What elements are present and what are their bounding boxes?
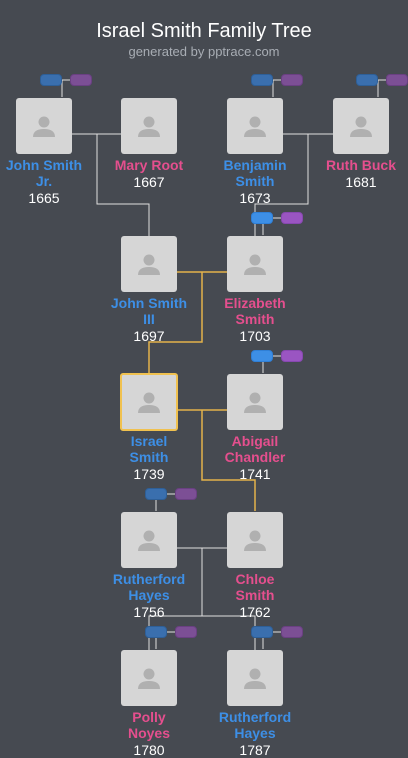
person-card-ruth-buck[interactable] (333, 98, 389, 154)
name-line: Ruth Buck (326, 157, 396, 173)
person-card-rutherford-hayes-1787[interactable] (227, 650, 283, 706)
person-silhouette-icon (138, 530, 160, 551)
person-silhouette-icon (138, 392, 160, 413)
person-card-polly-noyes[interactable] (121, 650, 177, 706)
expand-father-parents-icon[interactable] (251, 350, 273, 362)
birth-year: 1673 (239, 190, 271, 206)
person-silhouette-icon (350, 116, 372, 137)
name-line: Smith (235, 311, 275, 327)
expand-mother-parents-icon[interactable] (175, 488, 197, 500)
person-silhouette-icon (244, 530, 266, 551)
expand-mother-parents-icon[interactable] (281, 74, 303, 86)
person-silhouette-icon (244, 392, 266, 413)
expand-father-parents-icon[interactable] (145, 626, 167, 638)
birth-year: 1756 (133, 604, 165, 620)
person-card-rutherford-hayes-1756[interactable] (121, 512, 177, 568)
person-card-benjamin-smith[interactable] (227, 98, 283, 154)
person-silhouette-icon (244, 668, 266, 689)
name-line: III (143, 311, 155, 327)
person-silhouette-icon (138, 668, 160, 689)
person-silhouette-icon (138, 116, 160, 137)
name-line: Smith (235, 587, 275, 603)
person-card-john-smith-iii[interactable] (121, 236, 177, 292)
person-card-israel-smith[interactable] (120, 373, 178, 431)
name-line: Chandler (224, 449, 286, 465)
name-line: Abigail (231, 433, 279, 449)
expand-father-parents-icon[interactable] (251, 74, 273, 86)
birth-year: 1741 (239, 466, 271, 482)
birth-year: 1681 (345, 174, 377, 190)
birth-year: 1665 (28, 190, 60, 206)
birth-year: 1787 (239, 742, 271, 758)
birth-year: 1697 (133, 328, 165, 344)
person-name: Ruth Buck (316, 157, 406, 173)
person-name: Mary Root (104, 157, 194, 173)
name-line: John Smith (5, 157, 83, 173)
person-silhouette-icon (244, 254, 266, 275)
birth-year: 1780 (133, 742, 165, 758)
name-line: Polly (132, 709, 166, 725)
expand-mother-parents-icon[interactable] (281, 350, 303, 362)
name-line: Benjamin (223, 157, 287, 173)
person-silhouette-icon (33, 116, 55, 137)
expand-father-parents-icon[interactable] (251, 626, 273, 638)
birth-year: 1667 (133, 174, 165, 190)
person-card-elizabeth-smith[interactable] (227, 236, 283, 292)
person-card-abigail-chandler[interactable] (227, 374, 283, 430)
name-line: Noyes (127, 725, 171, 741)
expand-mother-parents-icon[interactable] (70, 74, 92, 86)
expand-father-parents-icon[interactable] (251, 212, 273, 224)
person-card-mary-root[interactable] (121, 98, 177, 154)
name-line: John Smith (110, 295, 188, 311)
person-silhouette-icon (244, 116, 266, 137)
expand-mother-parents-icon[interactable] (281, 212, 303, 224)
person-card-john-smith-jr[interactable] (16, 98, 72, 154)
birth-year: 1762 (239, 604, 271, 620)
expand-father-parents-icon[interactable] (145, 488, 167, 500)
name-line: Hayes (128, 587, 170, 603)
birth-year: 1739 (133, 466, 165, 482)
birth-year: 1703 (239, 328, 271, 344)
page-title: Israel Smith Family Tree (96, 20, 312, 42)
expand-father-parents-icon[interactable] (356, 74, 378, 86)
name-line: Smith (235, 173, 275, 189)
person-card-chloe-smith[interactable] (227, 512, 283, 568)
name-line: Mary Root (114, 157, 184, 173)
name-line: Hayes (234, 725, 276, 741)
name-line: Smith (129, 449, 169, 465)
name-line: Elizabeth (224, 295, 286, 311)
name-line: Rutherford (218, 709, 292, 725)
name-line: Jr. (35, 173, 53, 189)
page-subtitle: generated by pptrace.com (128, 44, 280, 59)
expand-mother-parents-icon[interactable] (386, 74, 408, 86)
expand-mother-parents-icon[interactable] (281, 626, 303, 638)
person-silhouette-icon (138, 254, 160, 275)
expand-father-parents-icon[interactable] (40, 74, 62, 86)
expand-mother-parents-icon[interactable] (175, 626, 197, 638)
name-line: Chloe (235, 571, 275, 587)
name-line: Israel (130, 433, 168, 449)
name-line: Rutherford (112, 571, 186, 587)
